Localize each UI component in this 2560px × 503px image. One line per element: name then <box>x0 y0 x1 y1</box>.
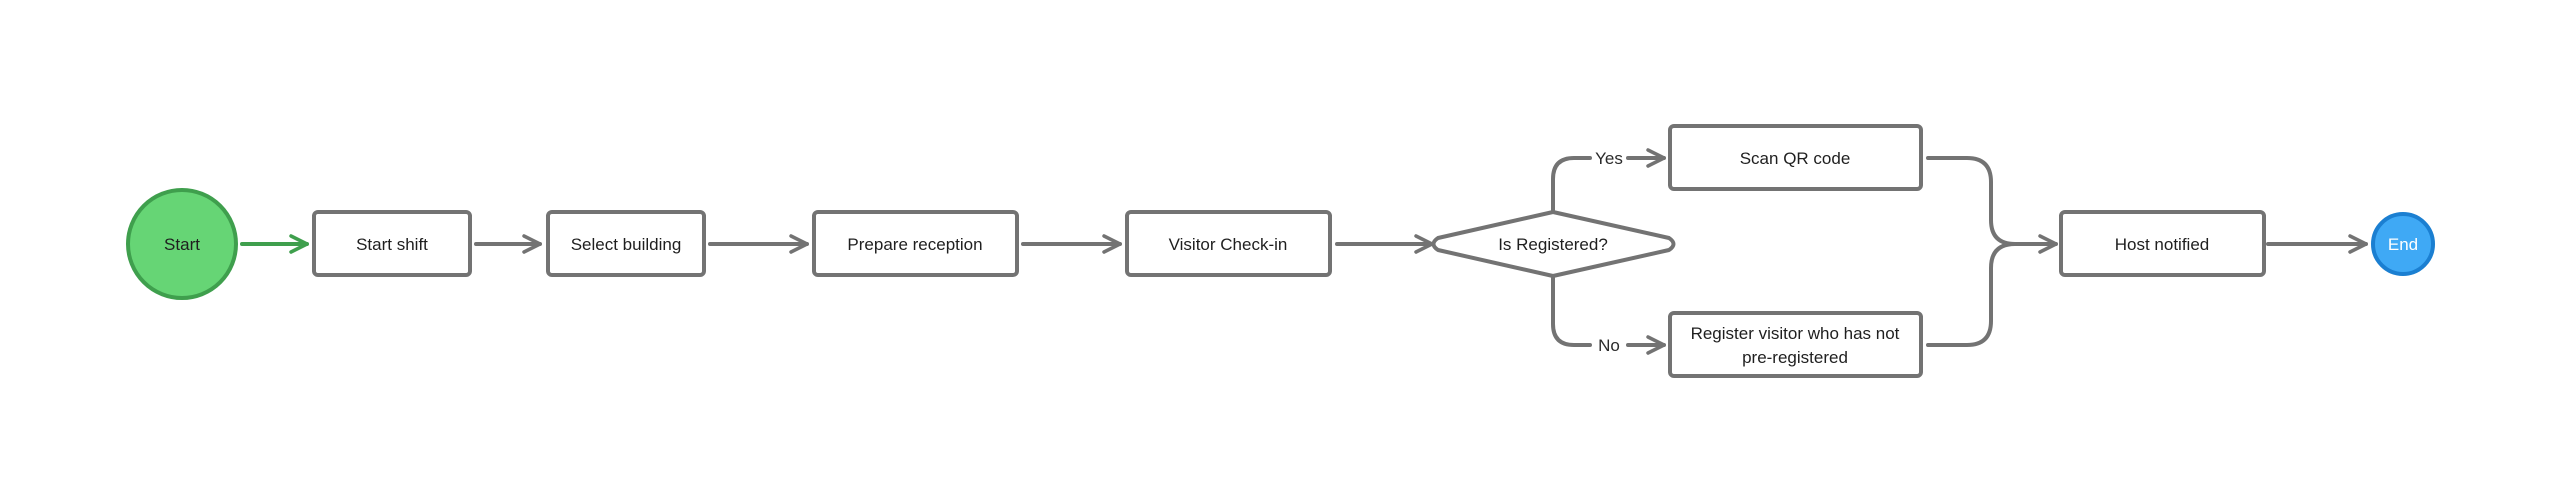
register-visitor-label-line2: pre-registered <box>1742 348 1848 367</box>
is-registered-decision[interactable]: Is Registered? <box>1431 210 1676 278</box>
is-registered-label: Is Registered? <box>1498 235 1608 254</box>
visitor-checkin-label: Visitor Check-in <box>1169 235 1288 254</box>
select-building-label: Select building <box>571 235 682 254</box>
register-visitor-label-line1: Register visitor who has not <box>1691 324 1900 343</box>
visitor-checkin-node[interactable]: Visitor Check-in <box>1125 210 1332 277</box>
edge-scan-qr-to-host-notified <box>1926 156 2058 254</box>
scan-qr-node[interactable]: Scan QR code <box>1668 124 1923 191</box>
prepare-reception-node[interactable]: Prepare reception <box>812 210 1019 277</box>
edge-decision-no-branch <box>1551 276 1592 347</box>
edge-decision-yes-branch <box>1551 156 1592 212</box>
start-node[interactable]: Start <box>126 188 238 300</box>
prepare-reception-label: Prepare reception <box>847 235 982 254</box>
host-notified-label: Host notified <box>2115 235 2210 254</box>
start-shift-node[interactable]: Start shift <box>312 210 472 277</box>
end-node[interactable]: End <box>2371 212 2435 276</box>
end-node-label: End <box>2388 235 2418 254</box>
edge-label-yes: Yes <box>1595 149 1623 168</box>
start-node-label: Start <box>164 235 200 254</box>
select-building-node[interactable]: Select building <box>546 210 706 277</box>
register-visitor-node[interactable]: Register visitor who has not pre-registe… <box>1668 311 1923 378</box>
start-shift-label: Start shift <box>356 235 428 254</box>
scan-qr-label: Scan QR code <box>1740 149 1851 168</box>
host-notified-node[interactable]: Host notified <box>2059 210 2266 277</box>
edge-register-visitor-to-host-notified <box>1926 242 2017 347</box>
edge-label-no: No <box>1598 336 1620 355</box>
